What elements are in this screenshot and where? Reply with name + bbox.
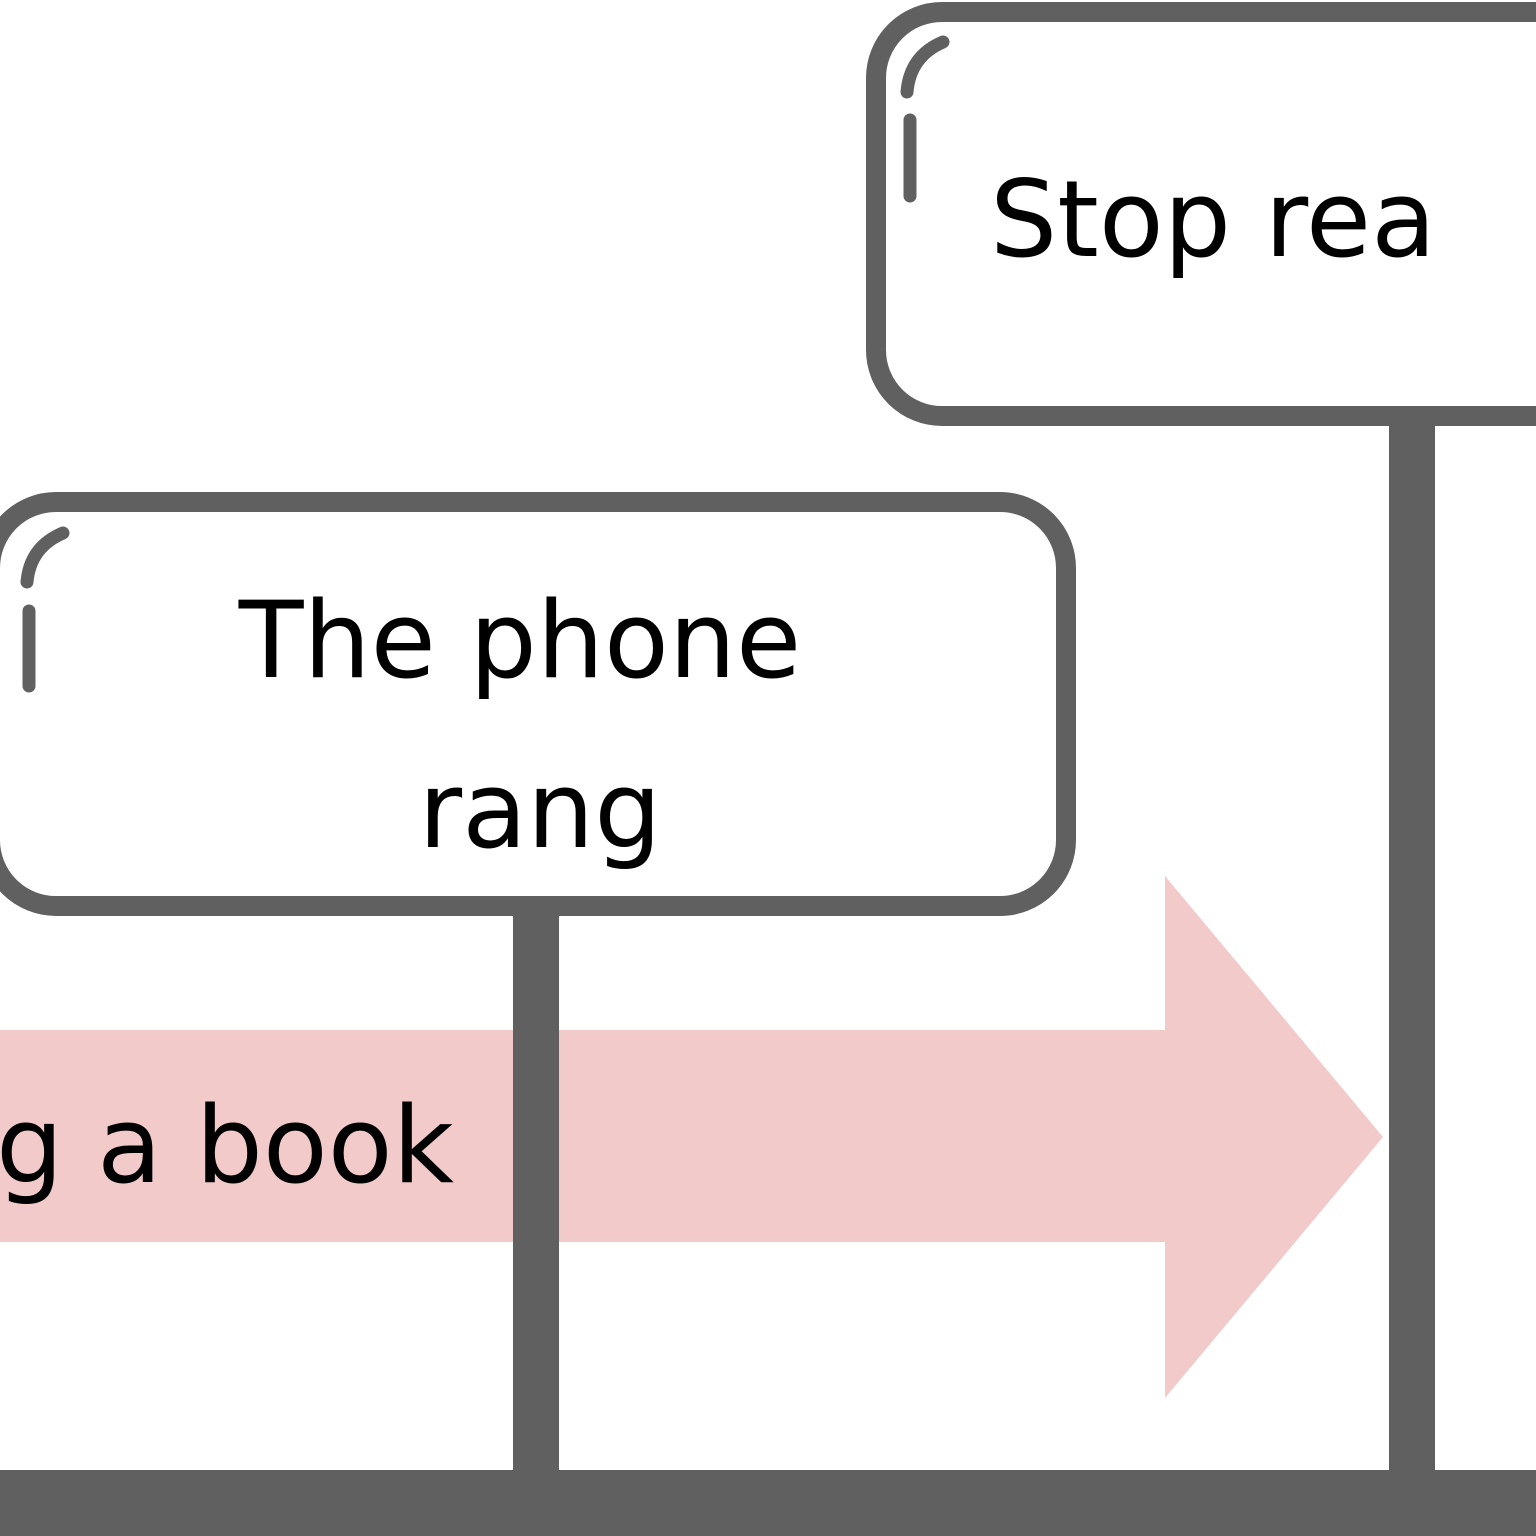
event-card-stop: Stop rea <box>866 2 1536 426</box>
event-label-stop: Stop rea <box>990 158 1436 281</box>
event-stem-stop <box>1389 402 1435 1484</box>
event-card-phone-box <box>0 492 1076 916</box>
event-card-stop-box <box>866 2 1536 426</box>
event-label-phone-line2: rang <box>418 749 661 872</box>
card-highlight-arc <box>900 35 950 99</box>
timeline-baseline <box>0 1470 1536 1536</box>
event-card-phone: The phone rang <box>0 492 1076 916</box>
event-stem-phone <box>513 902 559 1484</box>
event-label-phone-line1: The phone <box>238 579 802 702</box>
card-highlight-arc <box>20 526 70 589</box>
ongoing-action-arrow <box>0 876 1383 1398</box>
ongoing-action-label: g a book <box>0 1084 455 1207</box>
